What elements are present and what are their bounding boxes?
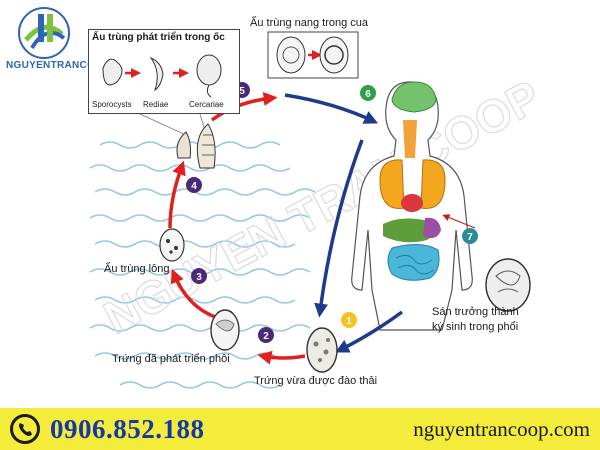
step-number-2: 2 <box>263 331 269 342</box>
label-excreted-egg: Trứng vừa được đào thải <box>254 375 378 387</box>
snail-host-icon <box>176 123 216 169</box>
step-badge-6 <box>360 85 376 101</box>
phone-number[interactable]: 0906.852.188 <box>50 413 205 444</box>
label-developed-egg: Trứng đã phát triển phôi <box>112 353 230 365</box>
miracidium-icon <box>159 228 185 262</box>
step-badge-7 <box>462 228 478 244</box>
step-badge-4 <box>186 177 202 193</box>
step-number-6: 6 <box>365 89 371 100</box>
website-link[interactable]: nguyentrancoop.com <box>413 416 590 441</box>
logo-mark <box>18 7 70 59</box>
inset-title: Ấu trùng phát triển trong ốc <box>92 32 225 43</box>
snail-stage-inset: Ấu trùng phát triển trong ốc Sporocysts … <box>88 29 240 114</box>
label-adult-line1: Sán trưởng thành <box>432 306 519 318</box>
phone-icon <box>10 414 40 444</box>
label-adult-line2: ký sinh trong phổi <box>432 321 519 333</box>
inset-stage-rediae: Rediae <box>143 100 169 109</box>
crab-cyst-box <box>267 31 359 79</box>
developed-egg-icon <box>210 309 240 351</box>
step-number-4: 4 <box>191 181 197 192</box>
adult-worm-icon <box>485 258 531 312</box>
inset-stage-cercariae: Cercariae <box>189 100 224 109</box>
step-number-5: 5 <box>239 86 245 97</box>
excreted-egg-icon <box>306 327 338 373</box>
step-badge-1 <box>341 312 357 328</box>
inset-stage-sporocysts: Sporocysts <box>92 100 132 109</box>
step-number-7: 7 <box>467 232 473 243</box>
step-badges <box>186 82 478 343</box>
footer-bar: 0906.852.188 nguyentrancoop.com <box>0 408 600 450</box>
inset-stage-drawings <box>102 54 222 98</box>
logo-text: NGUYENTRANCOOP <box>6 60 111 71</box>
step-badge-3 <box>191 268 207 284</box>
step-badge-2 <box>258 327 274 343</box>
step-number-3: 3 <box>196 272 202 283</box>
label-crab-cysts: Ấu trùng nang trong cua <box>250 17 369 29</box>
human-figure <box>351 81 473 331</box>
label-miracidium: Ấu trùng lông <box>104 263 170 275</box>
step-number-1: 1 <box>346 316 352 327</box>
